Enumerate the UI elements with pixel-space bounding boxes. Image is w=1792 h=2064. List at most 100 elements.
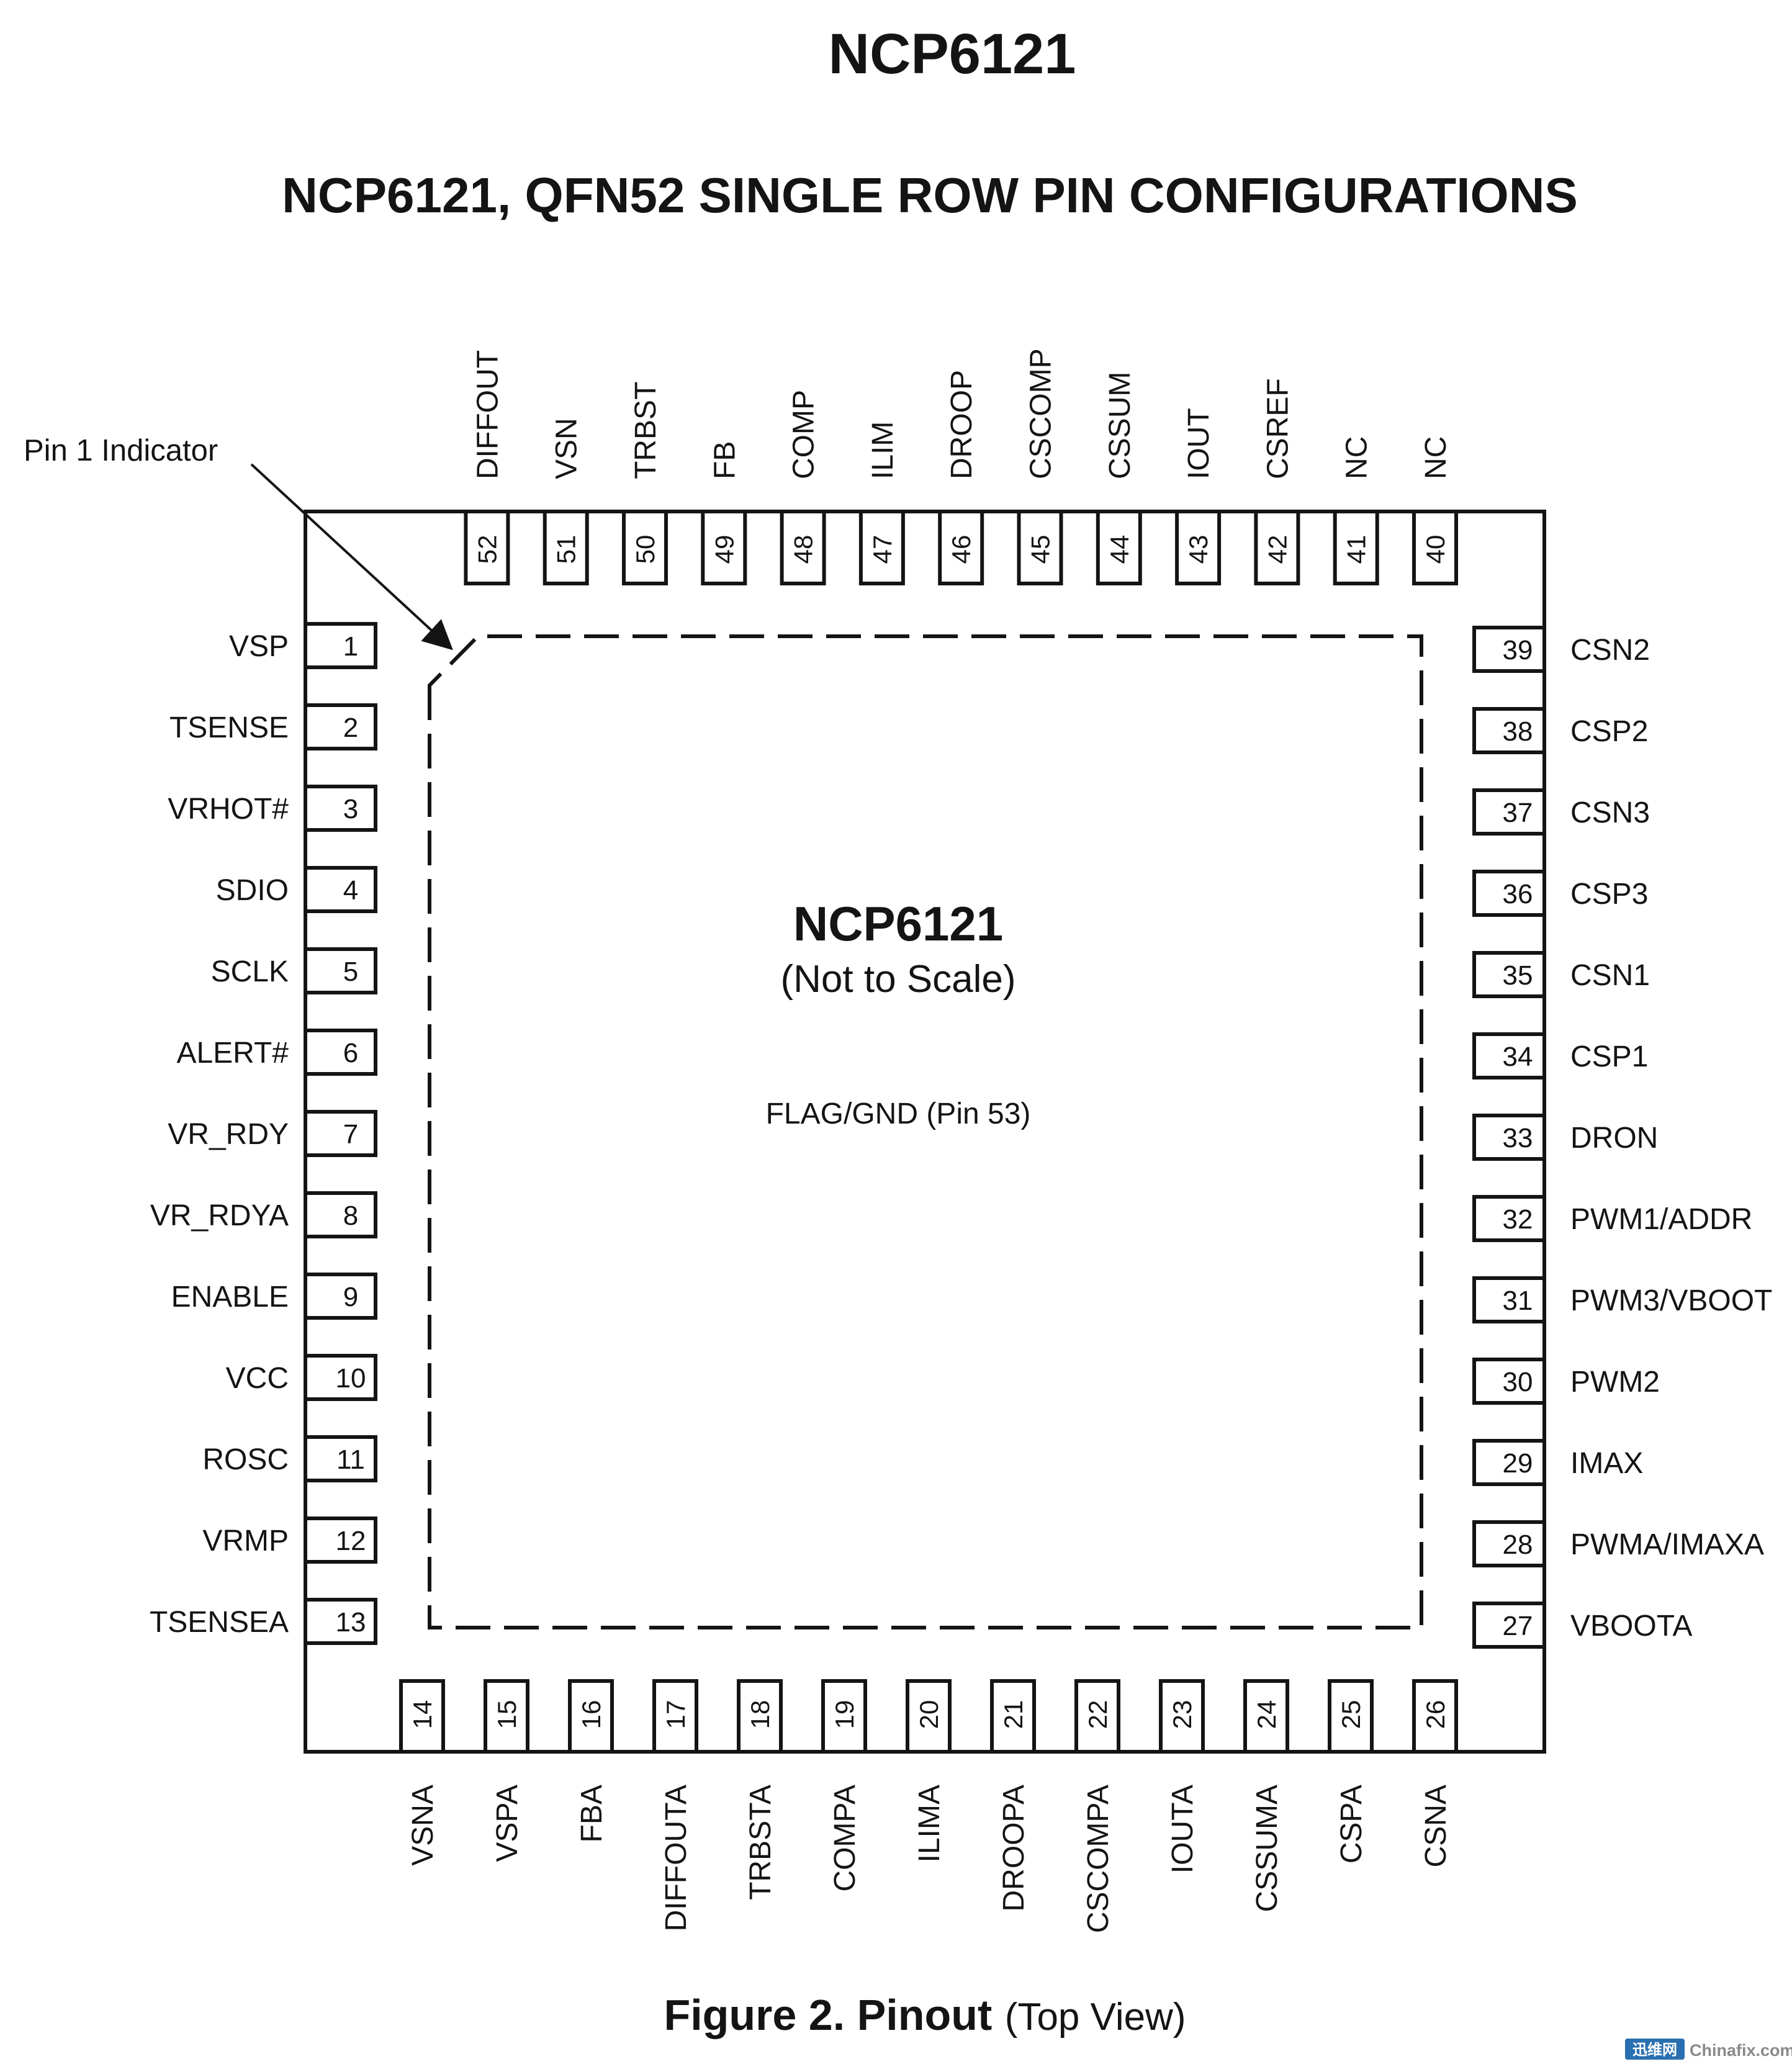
pin-number: 14	[408, 1700, 437, 1729]
pin-lead	[307, 1598, 377, 1645]
pin-name: PWM1/ADDR	[1570, 1203, 1752, 1236]
pin-lead	[1472, 788, 1542, 836]
pin-name: CSREF	[1261, 378, 1294, 479]
pin-name: IOUTA	[1166, 1785, 1199, 1873]
pin-number: 16	[577, 1700, 606, 1729]
section-heading: NCP6121, QFN52 SINGLE ROW PIN CONFIGURAT…	[282, 168, 1578, 223]
pin-name: VSNA	[407, 1785, 439, 1866]
flag-gnd-label: FLAG/GND (Pin 53)	[766, 1097, 1031, 1130]
watermark-badge	[1625, 2039, 1685, 2060]
pin-number: 10	[336, 1363, 366, 1394]
pin-number: 36	[1503, 879, 1533, 909]
pin-lead	[1472, 951, 1542, 998]
pin-name: TSENSE	[169, 711, 289, 744]
pin-name: CSSUM	[1104, 372, 1137, 479]
pin-name: CSN3	[1570, 796, 1650, 829]
pin-name: CSN1	[1570, 959, 1650, 992]
pin-name: PWM3/VBOOT	[1570, 1284, 1772, 1317]
pin-name: VSN	[551, 418, 583, 479]
pin-lead	[906, 1679, 952, 1750]
pin-lead	[543, 513, 589, 585]
pin-31-pwm3-vboot: 31 PWM3/VBOOT	[1472, 1276, 1772, 1323]
pin-number: 33	[1503, 1123, 1533, 1153]
pin-lead	[399, 1679, 445, 1750]
pin-number: 21	[999, 1700, 1028, 1729]
pin-number: 31	[1503, 1286, 1533, 1316]
pin-10-vcc: 10 VCC	[226, 1354, 377, 1401]
pin-name: DROOP	[945, 370, 978, 479]
pin-name: IMAX	[1570, 1447, 1643, 1480]
pin-number: 40	[1421, 535, 1450, 564]
pin-number: 50	[631, 535, 660, 564]
pin-lead	[307, 1029, 377, 1076]
pin-name: VSPA	[491, 1785, 524, 1862]
pin-lead	[1472, 707, 1542, 754]
pin1-indicator-label: Pin 1 Indicator	[24, 434, 218, 467]
pin-lead	[858, 513, 905, 585]
pin-name: VSP	[229, 630, 289, 663]
pin-lead	[307, 947, 377, 994]
pin-lead	[1254, 513, 1300, 585]
pin-lead	[307, 1516, 377, 1564]
pin-name: CSN2	[1570, 634, 1650, 667]
pin-name: DIFFOUTA	[660, 1785, 693, 1931]
not-to-scale-note: (Not to Scale)	[780, 958, 1015, 1001]
pin-lead	[307, 785, 377, 832]
pin-number: 25	[1336, 1700, 1366, 1729]
pin-name: ENABLE	[171, 1281, 289, 1314]
pin-number: 47	[868, 535, 897, 564]
pin-number: 7	[343, 1119, 358, 1150]
pin-name: FBA	[575, 1785, 608, 1842]
pin-number: 26	[1421, 1700, 1450, 1729]
pin-name: SCLK	[211, 955, 289, 988]
center-part-number: NCP6121	[793, 896, 1003, 951]
pin-lead	[737, 1679, 783, 1750]
pin-number: 4	[343, 875, 358, 906]
pin-lead	[1472, 1439, 1542, 1486]
pin-number: 5	[343, 957, 358, 987]
pin-number: 15	[492, 1700, 521, 1729]
pin-lead	[1472, 1032, 1542, 1079]
pin-name: DRON	[1570, 1122, 1658, 1155]
pin-name: TRBST	[629, 382, 662, 479]
pin-number: 49	[709, 535, 739, 564]
pin-lead	[1243, 1679, 1289, 1750]
pin-number: 42	[1263, 535, 1292, 564]
pin-number: 6	[343, 1038, 358, 1068]
pin-number: 12	[336, 1526, 366, 1556]
pin-lead	[1472, 870, 1542, 917]
pin-lead	[464, 513, 510, 585]
pin-name: PWMA/IMAXA	[1570, 1528, 1764, 1561]
pin-lead	[1472, 1602, 1542, 1649]
watermark-badge-text: 迅维网	[1632, 2041, 1677, 2058]
pin-number: 24	[1252, 1700, 1281, 1729]
pin1-indicator-arrow	[250, 463, 453, 651]
pin-name: VCC	[226, 1362, 289, 1395]
pin-lead	[1017, 513, 1063, 585]
pin-lead	[1328, 1679, 1374, 1750]
watermark-site: Chinafix.com	[1690, 2041, 1792, 2060]
pin-number: 44	[1105, 535, 1134, 564]
pin-number: 8	[343, 1201, 358, 1231]
